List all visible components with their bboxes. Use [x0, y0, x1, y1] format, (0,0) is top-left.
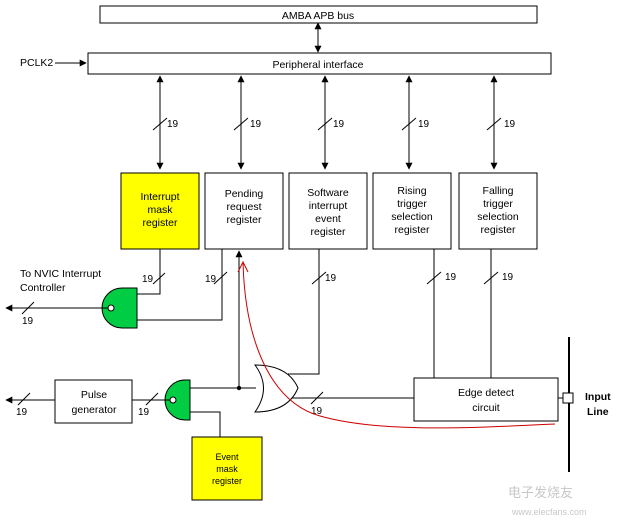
falling-register-line: trigger — [483, 198, 513, 210]
software-register-line: event — [315, 213, 341, 225]
interrupt-mask-register-line: register — [142, 217, 178, 229]
nvic-label-line: To NVIC Interrupt — [20, 268, 101, 280]
pending-register-line: request — [226, 201, 261, 213]
pulse-generator-line: generator — [72, 404, 117, 416]
pending-register-line: Pending — [225, 188, 264, 200]
event-and-gate-bubble — [169, 396, 177, 404]
interrupt-path-wires: 19 19 — [128, 249, 228, 321]
edge-detect-line: circuit — [472, 402, 500, 414]
input-pin — [562, 392, 574, 404]
edge-detect-line: Edge detect — [458, 387, 514, 399]
width-label: 19 — [325, 273, 337, 284]
peripheral-interface: Peripheral interface — [87, 52, 552, 75]
software-register-line: Software — [307, 187, 349, 199]
width-label: 19 — [167, 119, 179, 130]
pending-register-line: register — [226, 214, 262, 226]
width-label: 19 — [16, 407, 28, 418]
falling-register-line: Falling — [483, 185, 514, 197]
width-slash — [311, 271, 327, 285]
rising-register-line: Rising — [397, 185, 426, 197]
annotation-arrow — [242, 261, 556, 429]
width-label: 19 — [250, 119, 262, 130]
software-register-line: register — [310, 226, 346, 238]
width-slash — [17, 392, 31, 406]
input-line-label: Input — [585, 391, 611, 403]
nvic-label-line: Controller — [20, 282, 66, 294]
amba-apb-bus-label: AMBA APB bus — [282, 10, 354, 22]
width-label: 19 — [445, 272, 457, 283]
input-line-label: Line — [587, 406, 609, 418]
pending-request-register: Pending request register — [204, 172, 284, 250]
event-mask-wire — [190, 411, 221, 437]
event-mask-line: register — [212, 476, 242, 486]
width-slash — [21, 301, 35, 315]
width-label: 19 — [333, 119, 345, 130]
width-slash — [426, 271, 442, 285]
rising-register-line: selection — [391, 211, 433, 223]
falling-register-line: register — [480, 224, 516, 236]
width-label: 19 — [22, 316, 34, 327]
event-mask-register: Event mask register — [191, 436, 263, 501]
width-slash — [145, 392, 159, 406]
rising-register-line: trigger — [397, 198, 427, 210]
width-label: 19 — [142, 274, 154, 285]
width-label: 19 — [502, 272, 514, 283]
watermark: 电子发烧友 www.elecfans.com — [508, 485, 587, 517]
interrupt-mask-register: Interrupt mask register — [120, 172, 200, 250]
pulse-generator-line: Pulse — [81, 389, 107, 401]
pulse-generator: Pulse generator — [54, 379, 133, 424]
pclk2-label: PCLK2 — [20, 57, 53, 69]
falling-trigger-selection-register: Falling trigger selection register — [458, 172, 538, 250]
software-register-line: interrupt — [309, 200, 348, 212]
interrupt-mask-register-line: mask — [147, 204, 173, 216]
bus-width-marks: 19 19 19 19 19 — [152, 117, 516, 131]
interrupt-and-gate-bubble — [107, 304, 115, 312]
edge-detect-circuit: Edge detect circuit — [413, 377, 559, 422]
width-label: 19 — [138, 407, 150, 418]
width-slash — [310, 391, 324, 405]
width-slash — [483, 271, 499, 285]
or-gate — [254, 364, 299, 413]
rising-trigger-selection-register: Rising trigger selection register — [372, 172, 452, 250]
interrupt-mask-register-line: Interrupt — [140, 191, 179, 203]
width-label: 19 — [205, 274, 217, 285]
width-label: 19 — [311, 406, 323, 417]
watermark-brand: 电子发烧友 — [508, 485, 573, 500]
annotation-arrowhead — [237, 260, 249, 273]
watermark-url: www.elecfans.com — [511, 507, 587, 517]
amba-apb-bus: AMBA APB bus — [99, 5, 538, 24]
falling-register-line: selection — [477, 211, 519, 223]
rising-register-line: register — [394, 224, 430, 236]
peripheral-interface-label: Peripheral interface — [272, 59, 363, 71]
width-label: 19 — [504, 119, 516, 130]
software-to-or-wire — [288, 249, 320, 375]
event-mask-line: mask — [216, 464, 238, 474]
event-mask-line: Event — [215, 452, 239, 462]
width-label: 19 — [418, 119, 430, 130]
interrupt-and-gate — [101, 287, 138, 329]
event-and-gate — [164, 379, 191, 421]
software-interrupt-event-register: Software interrupt event register — [288, 172, 368, 250]
